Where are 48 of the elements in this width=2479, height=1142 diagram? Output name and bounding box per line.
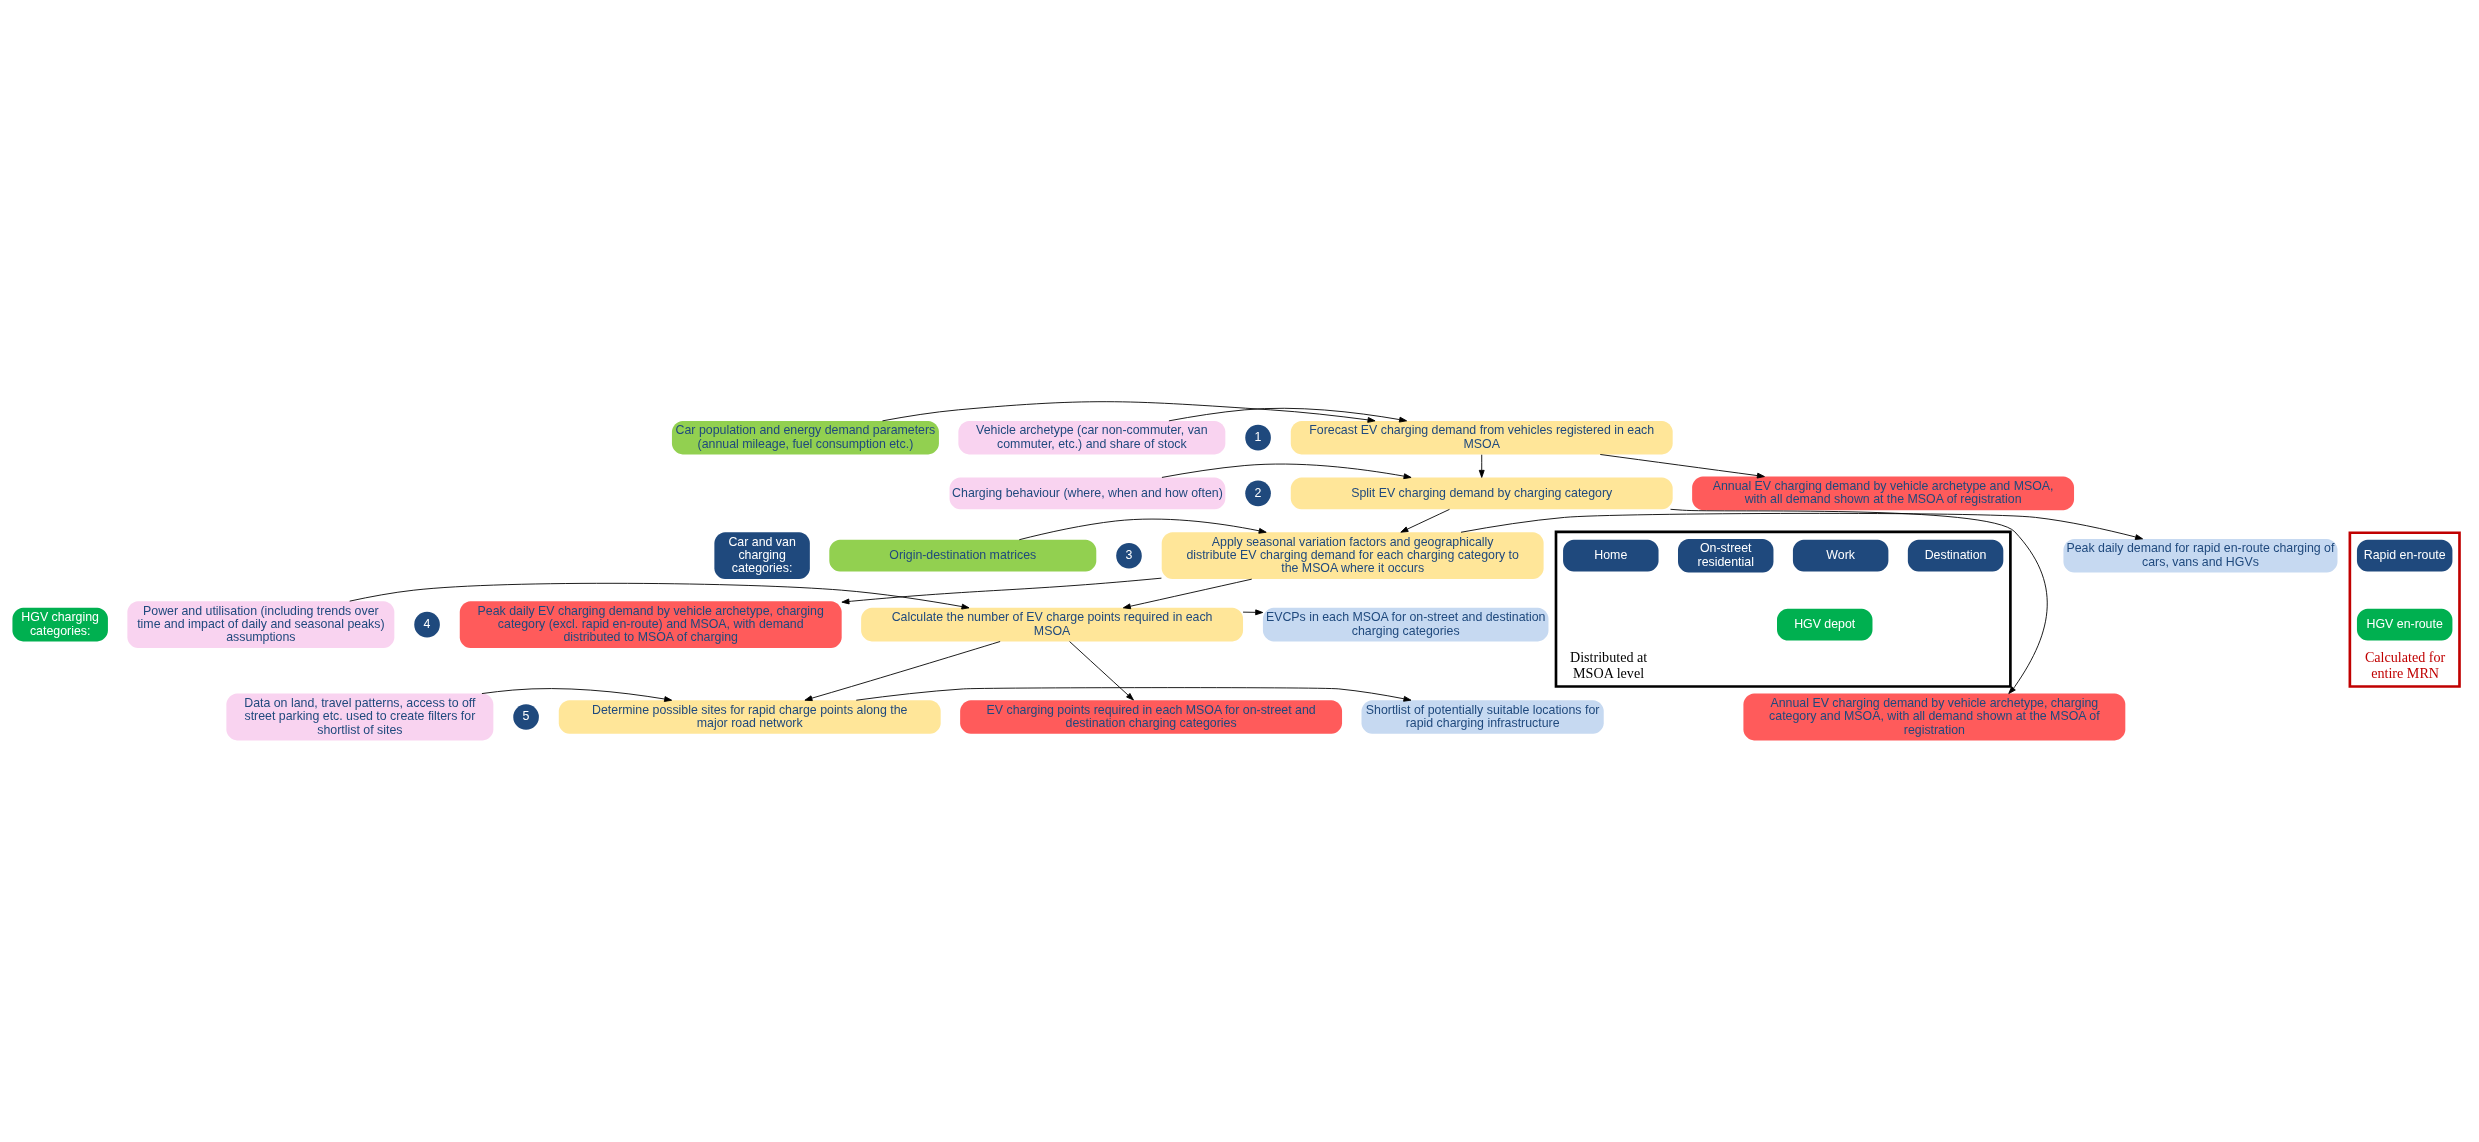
arrow — [882, 401, 1376, 423]
arrow — [481, 688, 673, 702]
node-box: Car population and energy demand parameters (annual mileage, fuel consumption etc.) — [671, 420, 939, 455]
node-box: Peak daily EV charging demand by vehicle archetype, charging category (excl. rapid en-route) and MSOA, with demand distributed to MSOA of charging — [459, 601, 842, 649]
node-box: Data on land, travel patterns, access to off street parking etc. used to create filters for shortlist of sites — [226, 693, 494, 741]
arrow — [841, 577, 1162, 605]
node-box: Annual EV charging demand by vehicle archetype, charging category and MSOA, with all demand shown at the MSOA of registration — [1743, 693, 2126, 741]
node-box: Apply seasonal variation factors and geographically distribute EV charging demand for each charging category to the MSOA where it occurs — [1161, 532, 1544, 580]
node-box: Charging behaviour (where, when and how often) — [949, 477, 1226, 510]
arrow — [349, 582, 970, 610]
node-box: Shortlist of potentially suitable locations for rapid charging infrastructure — [1361, 700, 1604, 734]
arrow — [1161, 463, 1412, 480]
node-box: Annual EV charging demand by vehicle archetype and MSOA, with all demand shown at the MSOA of registration — [1692, 476, 2075, 511]
node-circle: 2 — [1245, 480, 1271, 507]
node-circle: 5 — [513, 704, 539, 730]
node-box: Destination — [1907, 539, 2004, 572]
node-box: Vehicle archetype (car non-commuter, van commuter, etc.) and share of stock — [958, 420, 1226, 455]
arrow — [1400, 508, 1450, 533]
node-circle: 1 — [1245, 424, 1271, 451]
node-box: Peak daily demand for rapid en-route charging of cars, vans and HGVs — [2063, 538, 2338, 573]
arrow — [1478, 454, 1485, 478]
node-box: Power and utilisation (including trends over time and impact of daily and seasonal peaks) assumptions — [127, 601, 395, 649]
node-box: EV charging points required in each MSOA for on-street and destination charging categories — [960, 700, 1343, 734]
node-box: HGV depot — [1777, 608, 1873, 641]
node-circle: 4 — [414, 611, 440, 638]
arrow — [1122, 578, 1253, 610]
node-box: Work — [1792, 539, 1889, 572]
arrow — [855, 687, 1412, 702]
arrow — [804, 641, 1001, 702]
node-box: On-street residential — [1678, 538, 1774, 573]
node-box: Split EV charging demand by charging category — [1290, 477, 1673, 510]
node-box: Car and van charging categories: — [714, 532, 810, 580]
arrow — [1670, 508, 2048, 695]
node-box: EVCPs in each MSOA for on-street and destination charging categories — [1262, 607, 1549, 642]
node-box: HGV en-route — [2356, 608, 2453, 641]
node-box: Rapid en-route — [2356, 539, 2453, 572]
node-box: Determine possible sites for rapid charge points along the major road network — [558, 700, 941, 734]
node-box: Forecast EV charging demand from vehicles registered in each MSOA — [1290, 420, 1673, 455]
arrow — [1018, 518, 1267, 541]
arrow — [1242, 609, 1264, 616]
arrow — [1460, 512, 2144, 540]
node-box: Origin-destination matrices — [829, 539, 1097, 572]
arrow — [1069, 641, 1134, 701]
node-box: Calculate the number of EV charge points required in each MSOA — [861, 607, 1244, 642]
arrow — [1168, 407, 1408, 423]
node-circle: 3 — [1116, 542, 1142, 569]
node-box: HGV charging categories: — [12, 607, 108, 642]
node-box: Home — [1563, 539, 1659, 572]
